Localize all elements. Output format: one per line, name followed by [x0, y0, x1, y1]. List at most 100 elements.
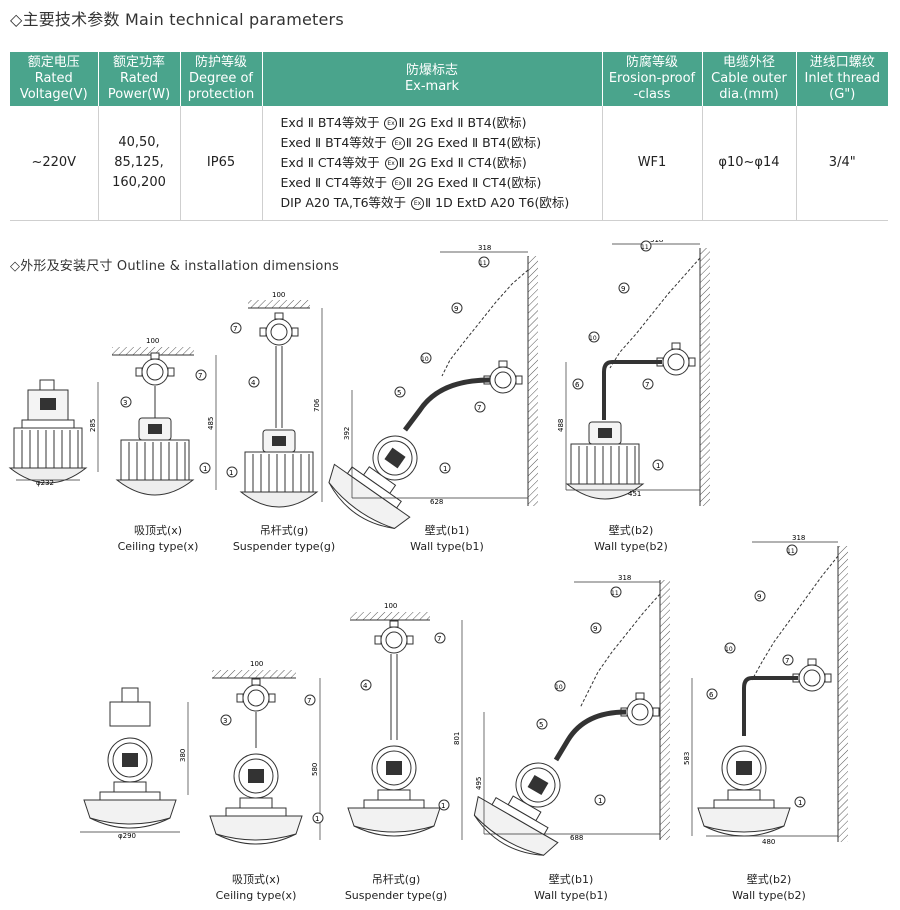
header-line: Rated [34, 71, 73, 86]
drawing-wall-b2-1: 318 451 488 11 9 10 6 7 1 [557, 240, 710, 506]
part-callout-label: 11 [787, 548, 795, 555]
section-title-outline: ◇外形及安装尺寸 Outline & installation dimensio… [10, 259, 339, 274]
part-callout-label: 5 [539, 721, 543, 729]
drawing-suspender-g-2: 100 801 7 4 1 [347, 602, 463, 840]
exmark-local: Exed Ⅱ BT4等效于 [280, 135, 391, 150]
part-callout-circle [220, 714, 232, 726]
dim-e4-height: 583 [683, 752, 691, 765]
power-line: 85,125, [114, 155, 164, 170]
part-callout-label: 9 [593, 625, 597, 633]
drawing-ceiling-x-4: 100 580 7 3 1 [209, 660, 324, 845]
part-callout-label: 1 [443, 465, 447, 473]
part-callout-label: 1 [441, 802, 445, 810]
exmark-eu: Ⅱ 1D ExtD A20 T6(欧标) [425, 195, 570, 210]
part-callout-circle [312, 812, 324, 824]
part-callout-circle [724, 642, 736, 654]
dim-e3-width: 688 [570, 834, 583, 842]
header-line: (G") [829, 87, 856, 102]
part-callout-label: 10 [555, 684, 563, 691]
header-line: Power(W) [107, 87, 171, 102]
table-row: ~220V 40,50,85,125,160,200 IP65 Exd Ⅱ BT… [10, 106, 888, 221]
dim-e2-height: 801 [453, 732, 461, 745]
header-line: dia.(mm) [719, 87, 779, 102]
part-callout-circle [706, 688, 718, 700]
part-callout-circle [226, 466, 238, 478]
part-callout-circle [451, 302, 463, 314]
exmark-local: DIP A20 TA,T6等效于 [280, 195, 411, 210]
part-callout-circle [754, 590, 766, 602]
ex-logo-icon: Ex [384, 157, 398, 170]
exmark-local: Exed Ⅱ CT4等效于 [280, 175, 391, 190]
header-line: 额定功率 [112, 55, 165, 70]
part-callout-circle [794, 796, 806, 808]
part-callout-circle [554, 680, 566, 692]
dim-d3-top: 318 [478, 244, 491, 252]
dim-d0-width: φ232 [36, 479, 54, 487]
cell-erosion: WF1 [601, 106, 702, 221]
cell-protection: IP65 [179, 106, 262, 221]
part-callout-circle [618, 282, 630, 294]
part-callout-label: 1 [798, 799, 802, 807]
part-callout-circle [642, 378, 654, 390]
dim-d4-width: 451 [628, 490, 641, 498]
part-callout-label: 9 [621, 285, 625, 293]
exmark-eu: Ⅱ 2G Exd Ⅱ BT4(欧标) [398, 115, 527, 130]
part-callout-circle [394, 386, 406, 398]
dim-d2-top: 100 [272, 291, 285, 299]
part-callout-label: 7 [645, 381, 649, 389]
part-callout-label: 10 [589, 335, 597, 342]
exmark-eu: Ⅱ 2G Exed Ⅱ BT4(欧标) [405, 135, 542, 150]
dim-d0-height: 285 [89, 419, 97, 432]
part-callout-label: 7 [437, 635, 441, 643]
header-line: 防腐等级 [625, 55, 678, 70]
part-callout-circle [536, 718, 548, 730]
dim-e3-top: 318 [618, 574, 631, 582]
dim-e3-height: 495 [475, 777, 483, 790]
outline-drawings: φ232 285 100 485 7 3 1 100 706 7 4 1 [9, 240, 848, 868]
part-callout-label: 9 [757, 593, 761, 601]
header-line: Ex-mark [404, 79, 460, 94]
header-line: 电缆外径 [722, 55, 775, 70]
header-line: Voltage(V) [19, 87, 88, 102]
part-callout-label: 11 [641, 244, 649, 251]
header-line: protection [187, 87, 255, 102]
part-callout-label: 11 [611, 590, 619, 597]
part-callout-label: 5 [397, 389, 401, 397]
header-line: Rated [119, 71, 159, 86]
part-callout-circle [478, 256, 490, 268]
dim-d4-height: 488 [557, 419, 565, 432]
ex-logo-icon: Ex [391, 177, 405, 190]
drawing-wall-b1-1: 318 628 392 11 9 10 5 7 1 [317, 244, 538, 541]
part-callout-circle [420, 352, 432, 364]
part-callout-label: 7 [233, 325, 237, 333]
part-callout-circle [652, 459, 664, 471]
ex-logo-icon: Ex [411, 197, 425, 210]
exmark-local: Exd Ⅱ CT4等效于 [280, 155, 384, 170]
dim-d1-height: 485 [207, 417, 215, 430]
part-callout-label: 3 [123, 399, 127, 407]
part-callout-label: 7 [785, 657, 789, 665]
drawing-wall-b2-2: 318 480 583 11 9 10 6 7 1 [683, 534, 848, 846]
part-callout-circle [590, 622, 602, 634]
cell-power: 40,50,85,125,160,200 [97, 106, 180, 221]
part-callout-label: 10 [725, 646, 733, 653]
cell-thread: 3/4" [795, 106, 888, 221]
dim-e4-width: 480 [762, 838, 775, 846]
power-line: 160,200 [112, 175, 166, 190]
header-line: Erosion-proof [608, 71, 696, 86]
dim-d1-top: 100 [146, 337, 159, 345]
dim-e0-height: 380 [179, 749, 187, 762]
drawing-ceiling-x-3: φ290 380 [80, 687, 189, 840]
drawing-suspender-g-1: 100 706 7 4 1 [226, 291, 323, 508]
dim-d3-width: 628 [430, 498, 443, 506]
